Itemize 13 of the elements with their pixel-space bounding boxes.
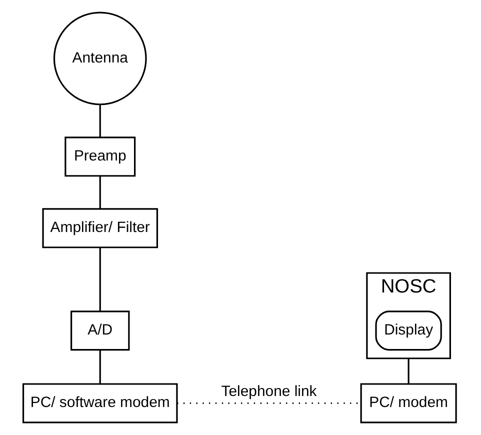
node-box: PC/ software modem — [22, 383, 178, 424]
node-circle: Antenna — [52, 12, 146, 106]
connector — [98, 176, 100, 209]
node-box: Display — [374, 310, 442, 351]
node-box: Preamp — [64, 136, 136, 177]
node-box: PC/ modem — [360, 383, 456, 424]
node-box: Amplifier/ Filter — [42, 208, 158, 248]
connector — [98, 104, 100, 138]
connector — [407, 358, 409, 384]
node-box: A/D — [70, 310, 130, 351]
connector — [98, 350, 100, 384]
edge-label: Telephone link — [220, 382, 316, 400]
connector — [98, 248, 100, 312]
